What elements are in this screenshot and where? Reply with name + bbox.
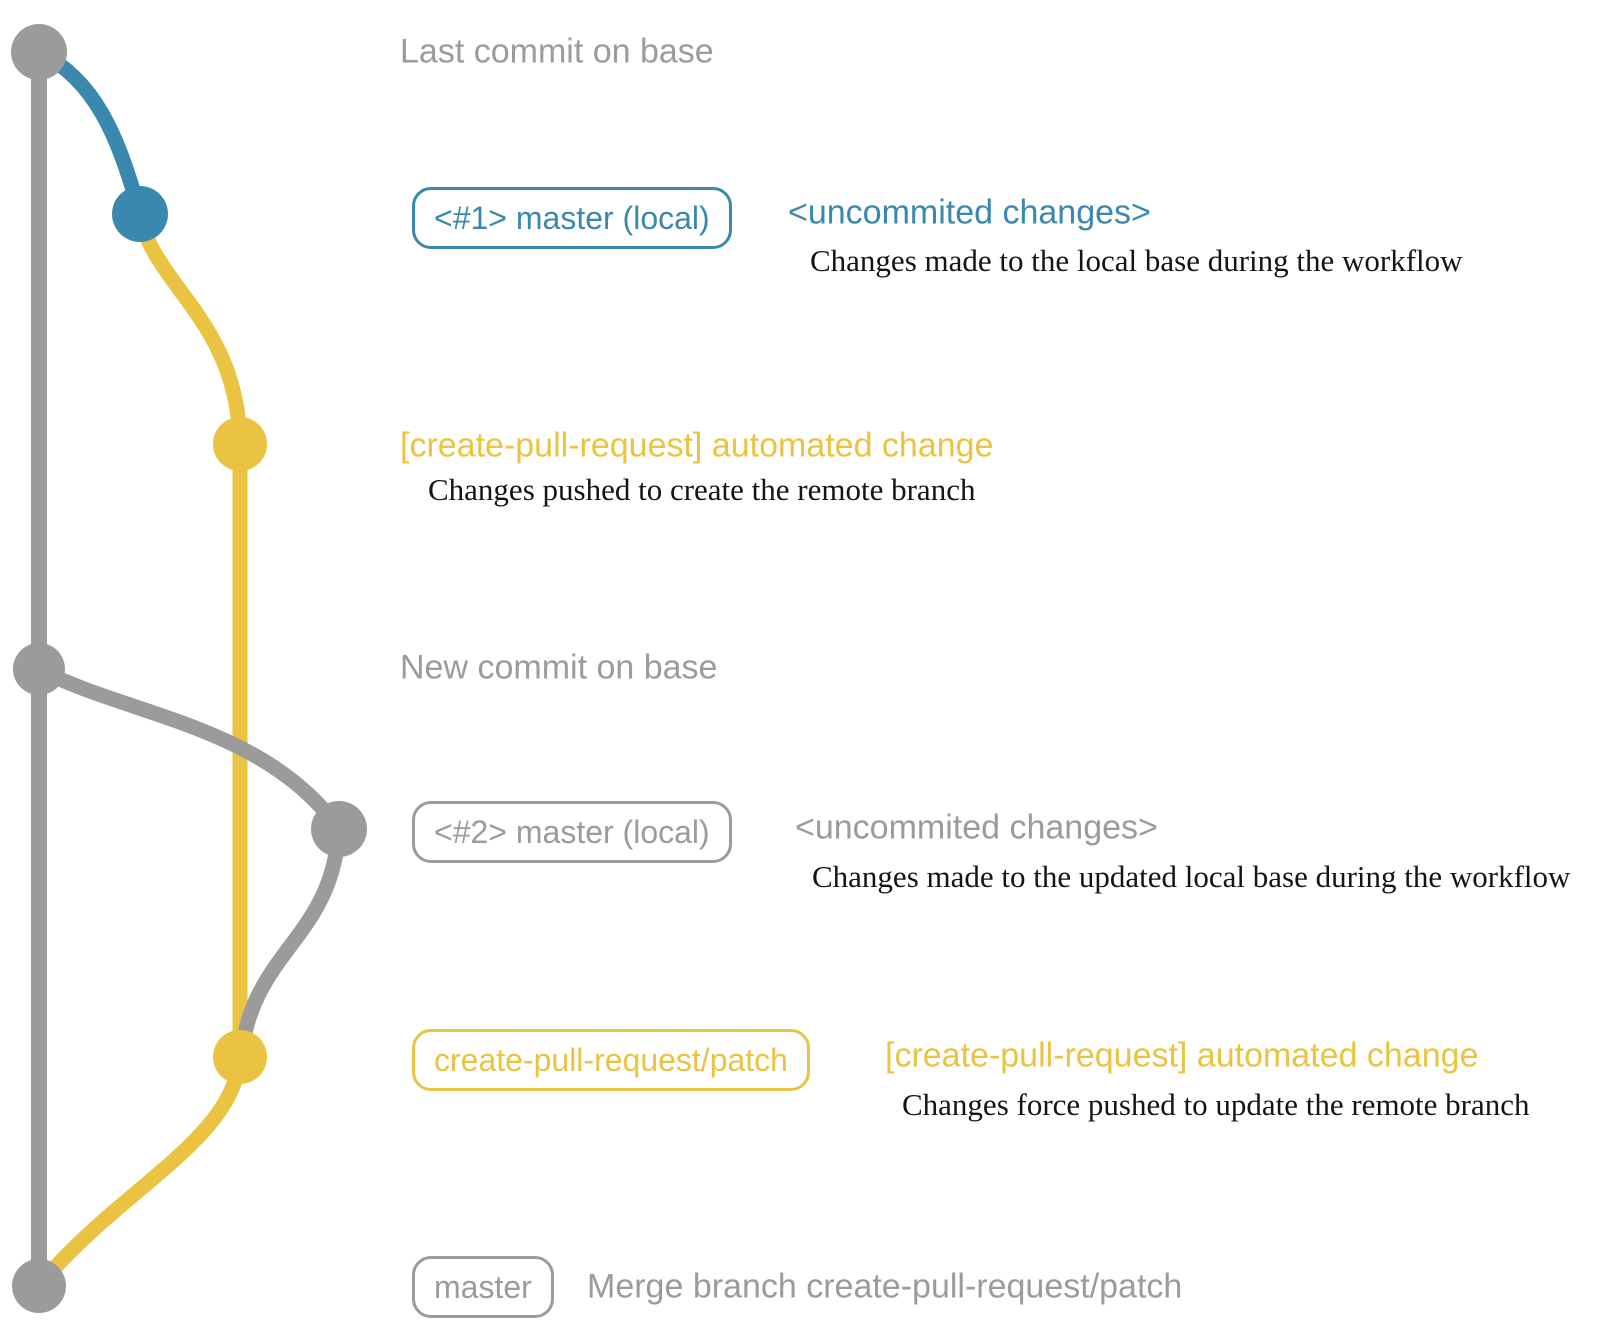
last-commit-on-base-label: Last commit on base xyxy=(400,32,714,71)
commit-message-merge: Merge branch create-pull-request/patch xyxy=(587,1267,1183,1306)
local-changes-edge-1 xyxy=(35,45,148,217)
commit-dot-local-1 xyxy=(112,186,168,242)
branch-badge-create-pull-request-patch: create-pull-request/patch xyxy=(412,1029,810,1091)
commit-message-uncommited-2: <uncommited changes> xyxy=(795,808,1158,847)
branch-badge-master-local-1: <#1> master (local) xyxy=(412,187,732,249)
patch-merge-edge xyxy=(36,1056,248,1287)
new-commit-on-base-label: New commit on base xyxy=(400,648,718,687)
commit-dot-new-base xyxy=(13,643,65,695)
commit-note-automated-1: Changes pushed to create the remote bran… xyxy=(428,472,976,507)
commit-dot-last-base xyxy=(11,24,67,80)
commit-note-automated-2: Changes force pushed to update the remot… xyxy=(902,1087,1530,1122)
local-changes-edge-2-back xyxy=(233,828,347,1058)
commit-message-uncommited-1: <uncommited changes> xyxy=(788,193,1151,232)
commit-dot-merge xyxy=(12,1259,66,1313)
commit-message-automated-2: [create-pull-request] automated change xyxy=(885,1036,1479,1075)
commit-note-1: Changes made to the local base during th… xyxy=(810,243,1463,278)
branch-badge-master-local-2: <#2> master (local) xyxy=(412,801,732,863)
commit-dot-automated-2 xyxy=(213,1030,267,1084)
commit-dot-local-2 xyxy=(311,801,367,857)
commit-note-2: Changes made to the updated local base d… xyxy=(812,859,1571,894)
local-changes-edge-2-out xyxy=(35,662,346,834)
branch-badge-master: master xyxy=(412,1256,554,1318)
commit-dot-automated-1 xyxy=(213,417,267,471)
commit-message-automated-1: [create-pull-request] automated change xyxy=(400,426,994,465)
patch-branch-edge-up xyxy=(132,212,248,445)
